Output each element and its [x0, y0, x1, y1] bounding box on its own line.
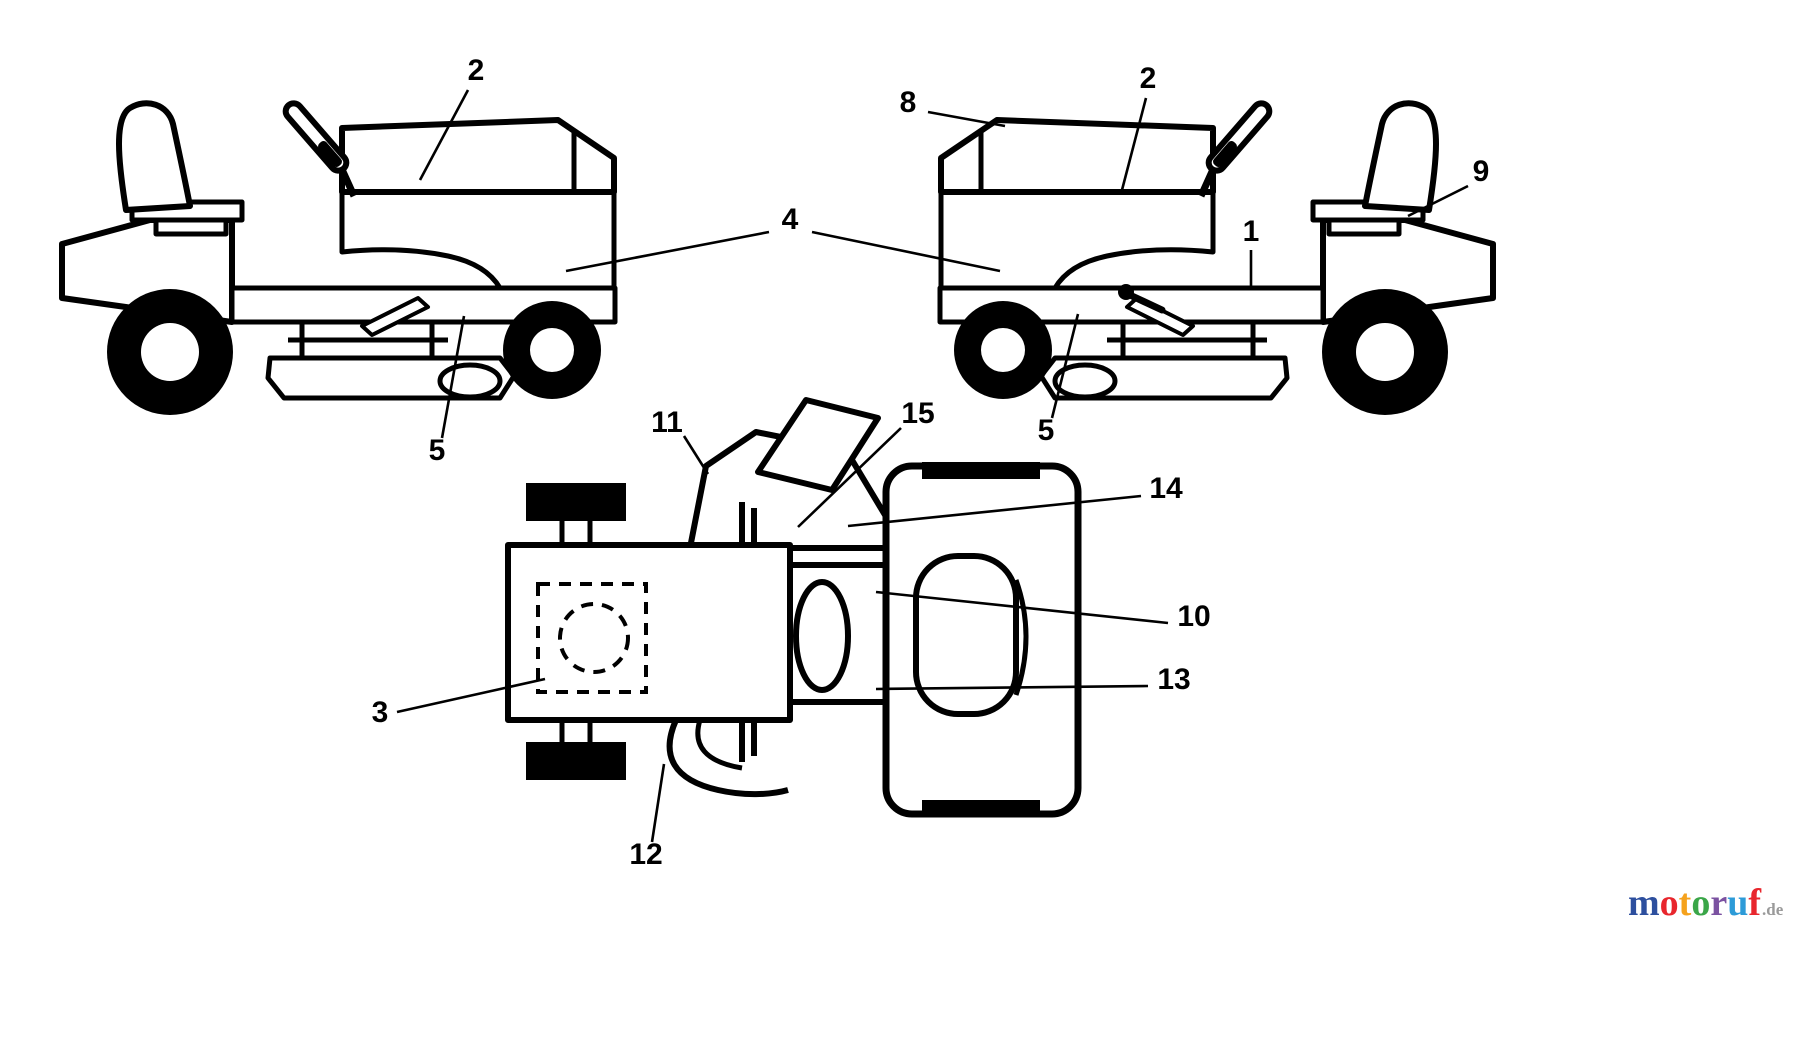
callout-14: 14 — [847, 472, 1183, 528]
seat-backrest — [116, 100, 193, 213]
top-wheel-upper — [526, 483, 626, 521]
callout-label: 5 — [429, 434, 446, 467]
callout-3: 3 — [372, 677, 546, 729]
callout-label: 15 — [901, 397, 934, 430]
callout-5-left: 5 — [429, 315, 466, 467]
engine-cover-arc — [1013, 579, 1029, 696]
deck-top-view — [505, 542, 793, 723]
logo-letter: f — [1748, 882, 1761, 924]
callout-label: 3 — [372, 696, 389, 729]
hose-inner — [695, 719, 743, 771]
pedal — [360, 296, 430, 337]
crank-pulley — [793, 579, 851, 693]
callout-4: 4 — [565, 203, 1001, 273]
callout-label: 9 — [1473, 155, 1490, 188]
callout-5-right: 5 — [1038, 313, 1080, 447]
motoruf-logo[interactable]: motoruf.de — [1628, 884, 1783, 922]
callout-13: 13 — [875, 663, 1191, 696]
callout-label: 8 — [900, 86, 917, 119]
callout-label: 11 — [651, 406, 683, 439]
top-wheel-lower — [526, 742, 626, 780]
callout-label: 10 — [1177, 600, 1210, 633]
callout-11: 11 — [651, 406, 710, 475]
callout-10: 10 — [875, 590, 1211, 633]
hose — [666, 718, 789, 798]
callout-9: 9 — [1407, 155, 1490, 218]
engine-cover — [913, 553, 1019, 717]
right-tractor-side-view — [940, 100, 1493, 415]
ignition-key — [1118, 284, 1166, 314]
engine-tab-bottom — [922, 800, 1040, 817]
logo-letter: r — [1710, 882, 1728, 924]
decal-dashed-square — [536, 582, 648, 694]
callout-label: 13 — [1157, 663, 1190, 696]
steering-wheel-top — [755, 397, 881, 493]
callout-8: 8 — [900, 86, 1006, 128]
callout-1: 1 — [1243, 215, 1260, 287]
logo-letter: m — [1628, 882, 1660, 924]
logo-suffix: .de — [1761, 900, 1784, 919]
callouts: 2 8 2 9 4 1 5 5 — [372, 54, 1490, 871]
callout-label: 1 — [1243, 215, 1260, 248]
callout-label: 2 — [468, 54, 485, 87]
callout-12: 12 — [629, 763, 666, 871]
logo-letter: u — [1727, 882, 1749, 924]
rear-wheel-hub — [141, 323, 199, 381]
callout-label: 12 — [629, 838, 662, 871]
callout-2-left: 2 — [418, 54, 485, 181]
left-tractor-side-view — [59, 100, 618, 415]
hood-side-panel — [339, 189, 617, 291]
decal-dashed-circle — [558, 602, 630, 674]
front-wheel-hub — [530, 328, 574, 372]
callout-label: 14 — [1149, 472, 1183, 505]
callout-2-right: 2 — [1120, 62, 1157, 191]
callout-label: 2 — [1140, 62, 1157, 95]
steering-hub — [318, 141, 342, 167]
callout-label: 4 — [782, 203, 799, 236]
callout-15: 15 — [797, 397, 935, 528]
engine-tab-top — [922, 462, 1040, 479]
callout-label: 5 — [1038, 414, 1055, 447]
tractor-top-view — [505, 397, 1082, 818]
hood — [339, 117, 617, 195]
logo-letter: t — [1678, 882, 1692, 924]
logo-letter: o — [1659, 882, 1679, 924]
logo-letter: o — [1691, 882, 1711, 924]
